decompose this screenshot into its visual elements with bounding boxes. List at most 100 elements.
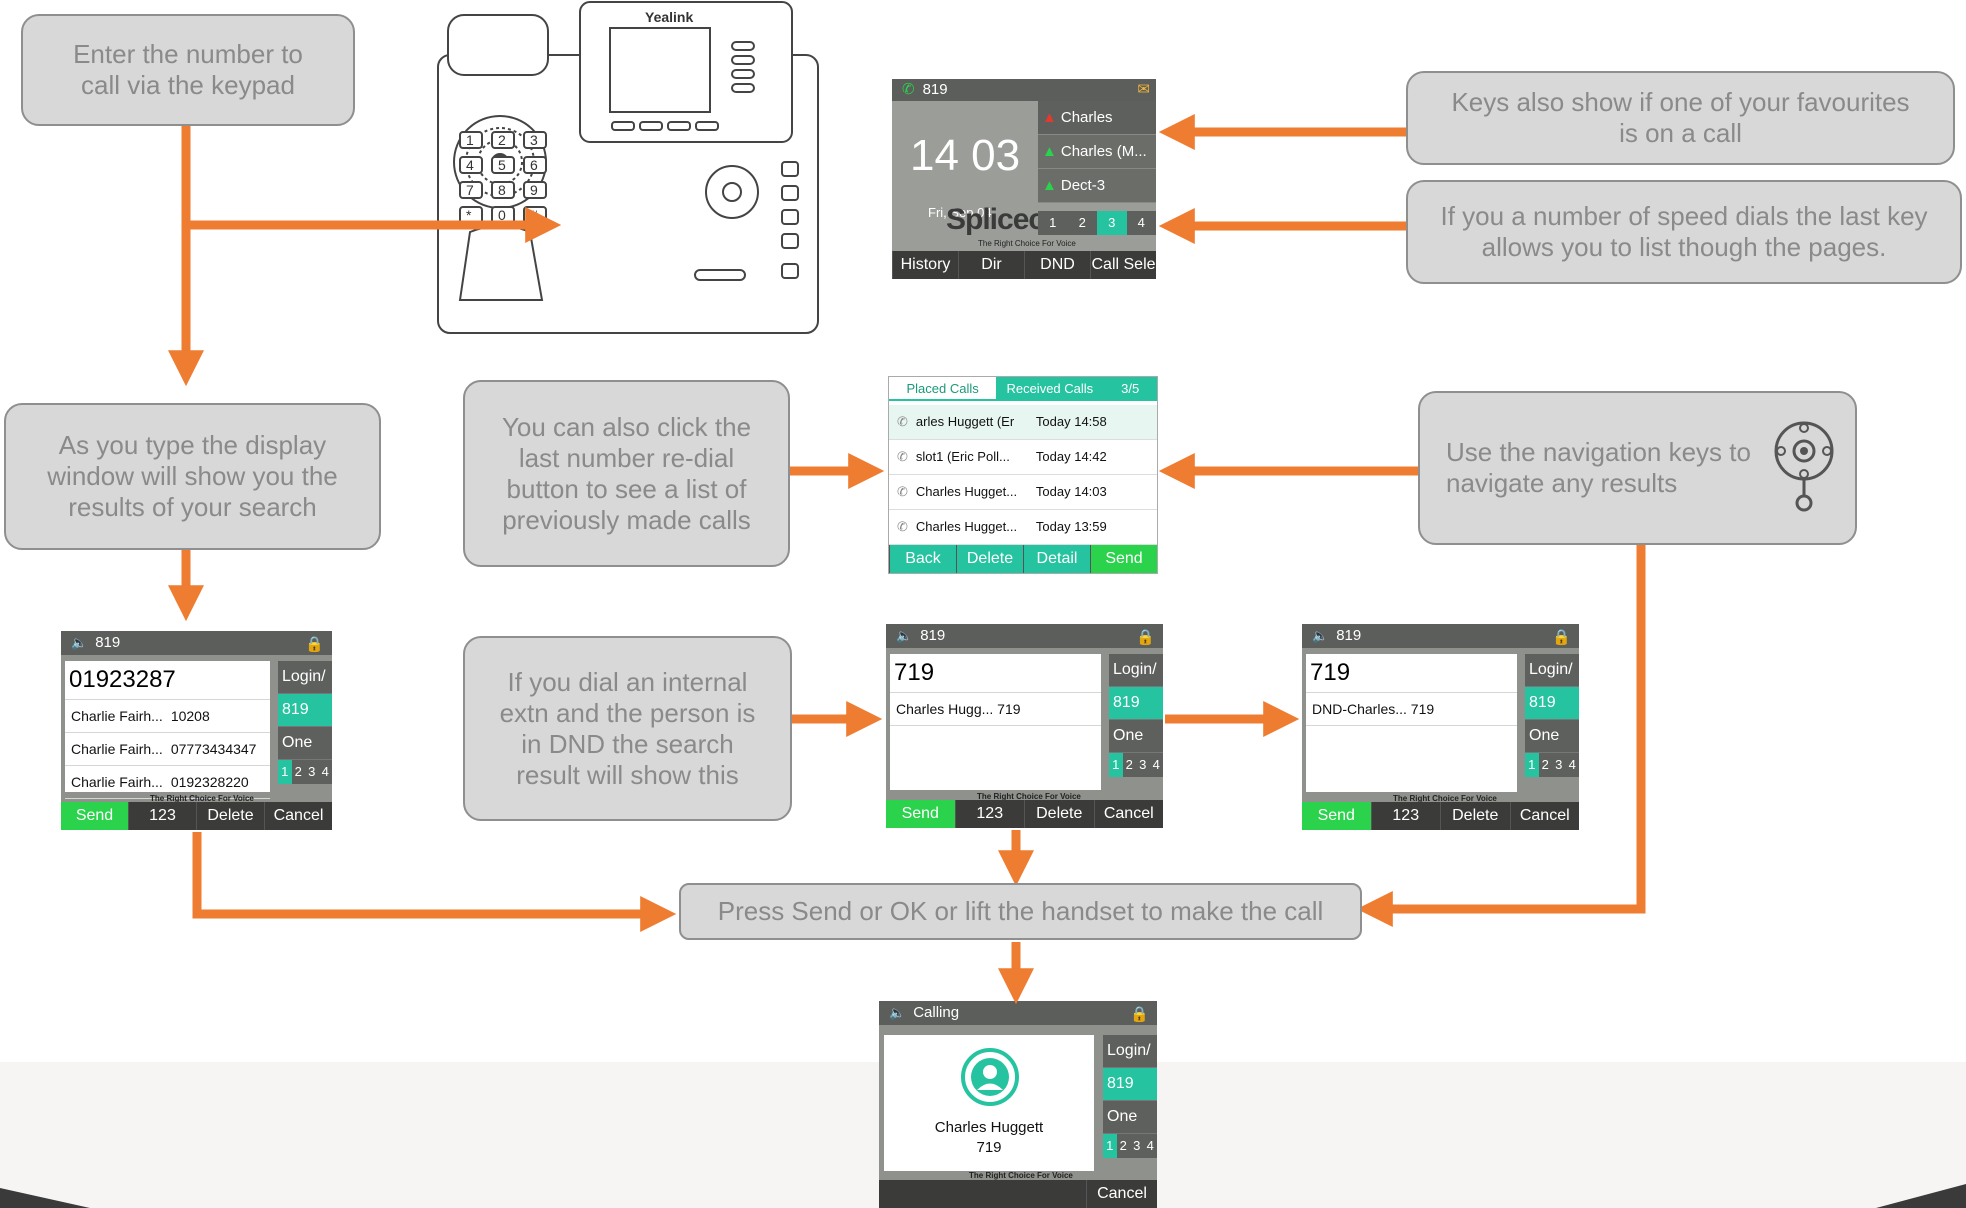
- favourite-name: Dect-3: [1060, 177, 1106, 194]
- note-line: previously made calls: [502, 504, 751, 535]
- keypad-key-label: 8: [498, 182, 506, 198]
- idle-clock: 14 03: [910, 131, 1021, 180]
- softkey: Dir: [958, 251, 1024, 279]
- person-icon: ▲: [1042, 143, 1057, 160]
- softkey: Delete: [196, 802, 264, 830]
- call-name: Charles Hugget...: [915, 519, 1018, 534]
- brand-tagline: The Right Choice For Voice: [977, 792, 1081, 801]
- line-key: Login/: [1103, 1035, 1157, 1068]
- page-key: 2: [1116, 1134, 1130, 1158]
- arrow-search-to-send: [192, 832, 677, 932]
- note-favourites: Keys also show if one of your favourites…: [1406, 71, 1955, 165]
- page-key: 1: [1038, 211, 1068, 235]
- call-icon: ✆: [897, 414, 908, 429]
- brand-tagline: The Right Choice For Voice: [1393, 794, 1497, 803]
- note-line: navigate any results: [1446, 468, 1678, 498]
- note-line: in DND the search: [521, 728, 734, 759]
- note-text: Keys also show if one of your favourites…: [1451, 87, 1909, 149]
- page-key: 4: [318, 760, 332, 784]
- note-line: Use the navigation keys to: [1446, 437, 1751, 467]
- note-line: You can also click the: [501, 411, 752, 442]
- line-key: Login/: [1109, 654, 1163, 687]
- note-send-text: Press Send or OK or lift the handset to …: [717, 896, 1324, 926]
- speaker-icon: 🔈: [71, 635, 88, 650]
- softkey: Back: [889, 545, 956, 573]
- idle-screen: ✆819 ✉ 14 03 Fri, Sep 04 Splicecom The R…: [892, 79, 1156, 279]
- keypad-key-label: 4: [466, 157, 474, 173]
- line-key: Login/: [278, 661, 332, 694]
- note-line: last number re-dial: [518, 442, 735, 473]
- keypad-key-label: 1: [466, 132, 474, 148]
- lock-icon: 🔒: [1130, 1006, 1149, 1023]
- note-speed-dials: If you a number of speed dials the last …: [1406, 180, 1962, 284]
- search-result: Charlie Fairh... 07773434347: [65, 733, 270, 766]
- page-key: 4: [1126, 211, 1156, 235]
- favourite-name: Charles: [1060, 109, 1113, 126]
- status-bar: 🔈819🔒: [886, 624, 1163, 648]
- keypad-key: [491, 156, 515, 174]
- phone-brand: Yealink: [645, 9, 693, 25]
- result-number: 07773434347: [170, 741, 257, 757]
- softkey: Cancel: [1093, 800, 1164, 828]
- caller-panel: Charles Huggett 719: [884, 1035, 1094, 1171]
- softkey: 123: [954, 800, 1025, 828]
- history-tab: Received Calls: [996, 377, 1104, 401]
- note-line: Keys also show if one of your favourites: [1451, 87, 1910, 117]
- softkey: Send: [61, 802, 128, 830]
- page-key: 4: [1149, 753, 1163, 777]
- call-name: Charles Hugget...: [915, 484, 1018, 499]
- softkey: Delete: [956, 545, 1023, 573]
- lock-icon: 🔒: [305, 636, 324, 653]
- result-name: Charlie Fairh...: [71, 708, 163, 724]
- call-row: ✆Charles Hugget...Today 13:59: [889, 510, 1157, 545]
- note-line: is on a call: [1619, 118, 1742, 148]
- page-key: 1: [278, 760, 292, 784]
- note-line: If you dial an internal: [507, 666, 748, 697]
- page-key: 3: [1136, 753, 1150, 777]
- speaker-icon: 🔈: [889, 1005, 906, 1020]
- search-result: Charlie Fairh...10208: [65, 700, 270, 733]
- favourite-key: ▲Dect-3: [1038, 169, 1156, 203]
- note-line: window will show you the: [47, 461, 338, 491]
- softkey: Detail: [1023, 545, 1090, 573]
- brand-tagline: The Right Choice For Voice: [978, 239, 1076, 248]
- page-key: 1: [1103, 1134, 1117, 1158]
- keypad-key-label: 7: [466, 182, 474, 198]
- line-key: 819: [1109, 687, 1163, 720]
- keypad-key-label: 5: [498, 157, 506, 173]
- history-tab: 3/5: [1103, 377, 1157, 401]
- note-line: As you type the display: [58, 430, 327, 460]
- note-send: Press Send or OK or lift the handset to …: [679, 883, 1362, 940]
- page-key: 3: [1130, 1134, 1144, 1158]
- search-result: DND-Charles... 719: [1306, 693, 1517, 726]
- softkey: Call Sele: [1090, 251, 1156, 279]
- favourites-list: ▲Charles▲Charles (M...▲Dect-3: [1038, 101, 1156, 203]
- line-key: Login/: [1525, 654, 1579, 687]
- result-name: Charlie Fairh...: [71, 741, 163, 757]
- line-key: One: [1525, 720, 1579, 753]
- result-number: 0192328220: [170, 774, 249, 790]
- page-key: 2: [291, 760, 305, 784]
- dialed-number: 01923287: [65, 661, 270, 700]
- search-result: Charles Hugg... 719: [890, 693, 1101, 726]
- caller-number: 719: [976, 1139, 1002, 1156]
